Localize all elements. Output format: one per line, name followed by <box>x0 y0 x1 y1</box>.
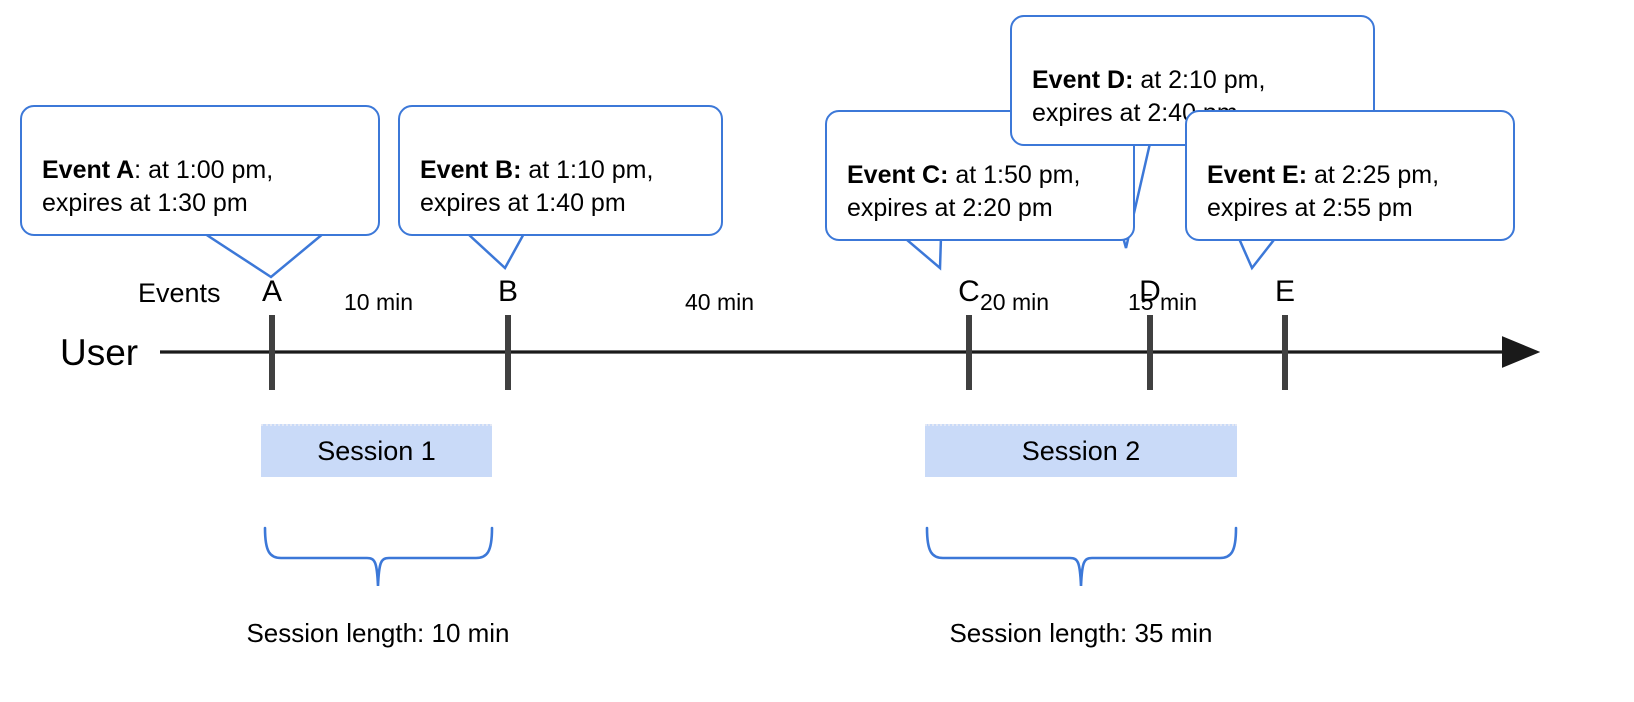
gap-label-b-c: 40 min <box>685 289 755 315</box>
tick-label-d: D <box>1139 275 1161 308</box>
callout-event-e[interactable]: Event E: at 2:25 pm, expires at 2:55 pm <box>1185 110 1515 241</box>
callout-event-d-title: Event D: <box>1032 66 1134 94</box>
callout-event-b-title: Event B: <box>420 156 522 184</box>
callout-event-b[interactable]: Event B: at 1:10 pm, expires at 1:40 pm <box>398 105 723 236</box>
session-bar-1-label: Session 1 <box>317 436 436 466</box>
gap-label-a-b: 10 min <box>344 289 414 315</box>
callout-event-a[interactable]: Event A: at 1:00 pm, expires at 1:30 pm <box>20 105 380 236</box>
tick-label-a: A <box>261 275 282 308</box>
callout-event-e-title: Event E: <box>1207 161 1308 189</box>
callout-event-b-detail: at 1:10 pm, expires at 1:40 pm <box>420 156 654 217</box>
session-2-length-label: Session length: 35 min <box>949 618 1213 648</box>
session-2-brace <box>925 526 1238 587</box>
tick-label-e: E <box>1274 275 1295 308</box>
callout-event-a-separator: : <box>134 156 149 184</box>
callout-event-a-title: Event A <box>42 156 135 184</box>
session-1-length-label: Session length: 10 min <box>246 618 510 648</box>
callout-event-e-detail: at 2:25 pm, expires at 2:55 pm <box>1207 161 1440 222</box>
session-bar-2-label: Session 2 <box>1021 436 1141 466</box>
events-label: Events <box>138 278 221 308</box>
callout-event-c-title: Event C: <box>847 161 949 189</box>
gap-label-c-d: 20 min <box>980 289 1050 315</box>
session-1-brace <box>263 526 494 587</box>
session-bar-1[interactable]: Session 1 <box>261 424 492 477</box>
callout-event-a-detail: at 1:00 pm, expires at 1:30 pm <box>42 156 274 217</box>
callout-event-c-detail: at 1:50 pm, expires at 2:20 pm <box>847 161 1081 222</box>
tick-label-b: B <box>497 275 518 308</box>
axis-row-label-user: User <box>60 332 139 373</box>
callout-event-e-separator <box>1307 161 1314 189</box>
gap-label-d-e: 15 min <box>1128 289 1198 315</box>
tick-label-c: C <box>958 275 980 308</box>
callout-tail-event-a <box>195 226 331 279</box>
session-bar-2[interactable]: Session 2 <box>925 424 1237 477</box>
